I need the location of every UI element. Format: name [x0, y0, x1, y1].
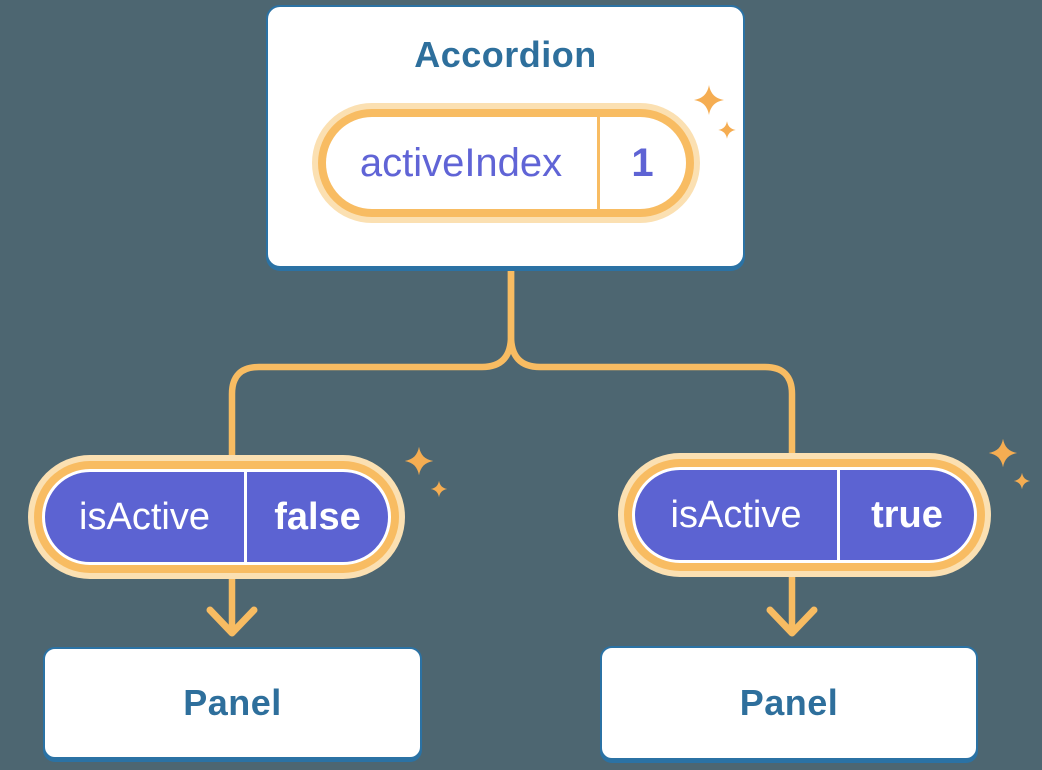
- accordion-card-title: Accordion: [414, 34, 597, 75]
- panel-card-title: Panel: [739, 682, 839, 723]
- panel-card-left: Panel: [43, 647, 422, 759]
- panel-card-title: Panel: [183, 682, 282, 723]
- panel-card-right: Panel: [600, 646, 978, 760]
- pill-orange-ring: isActive true: [624, 459, 985, 571]
- pill-divider: [596, 117, 600, 209]
- state-value-label: 1: [631, 140, 654, 185]
- prop-name-label: isActive: [670, 493, 802, 536]
- sparkle-icon: [694, 85, 724, 115]
- sparkle-icon: [718, 121, 736, 139]
- pill-body: activeIndex 1: [325, 117, 686, 209]
- sparkle-icon: [1013, 472, 1031, 490]
- active-index-state-pill: activeIndex 1: [311, 103, 700, 223]
- prop-value-label: false: [274, 495, 361, 538]
- sparkle-icon: [404, 446, 434, 476]
- prop-value-label: true: [871, 493, 943, 536]
- sparkle-icon: [988, 438, 1018, 468]
- pill-body: isActive true: [632, 467, 977, 563]
- is-active-pill-right: isActive true: [618, 453, 991, 577]
- is-active-pill-left: isActive false: [28, 455, 405, 579]
- pill-orange-ring: activeIndex 1: [317, 109, 694, 217]
- branch-line-right: [507, 264, 796, 632]
- arrow-down-icon: [766, 606, 818, 637]
- state-name-label: activeIndex: [359, 140, 563, 185]
- pill-divider: [244, 472, 247, 562]
- arrow-down-icon: [206, 606, 258, 637]
- pill-body: isActive false: [42, 469, 391, 565]
- prop-name-label: isActive: [79, 495, 210, 538]
- accordion-card: Accordion activeIndex 1: [266, 5, 745, 268]
- sparkle-icon: [430, 480, 448, 498]
- pill-divider: [837, 470, 840, 560]
- pill-orange-ring: isActive false: [34, 461, 399, 573]
